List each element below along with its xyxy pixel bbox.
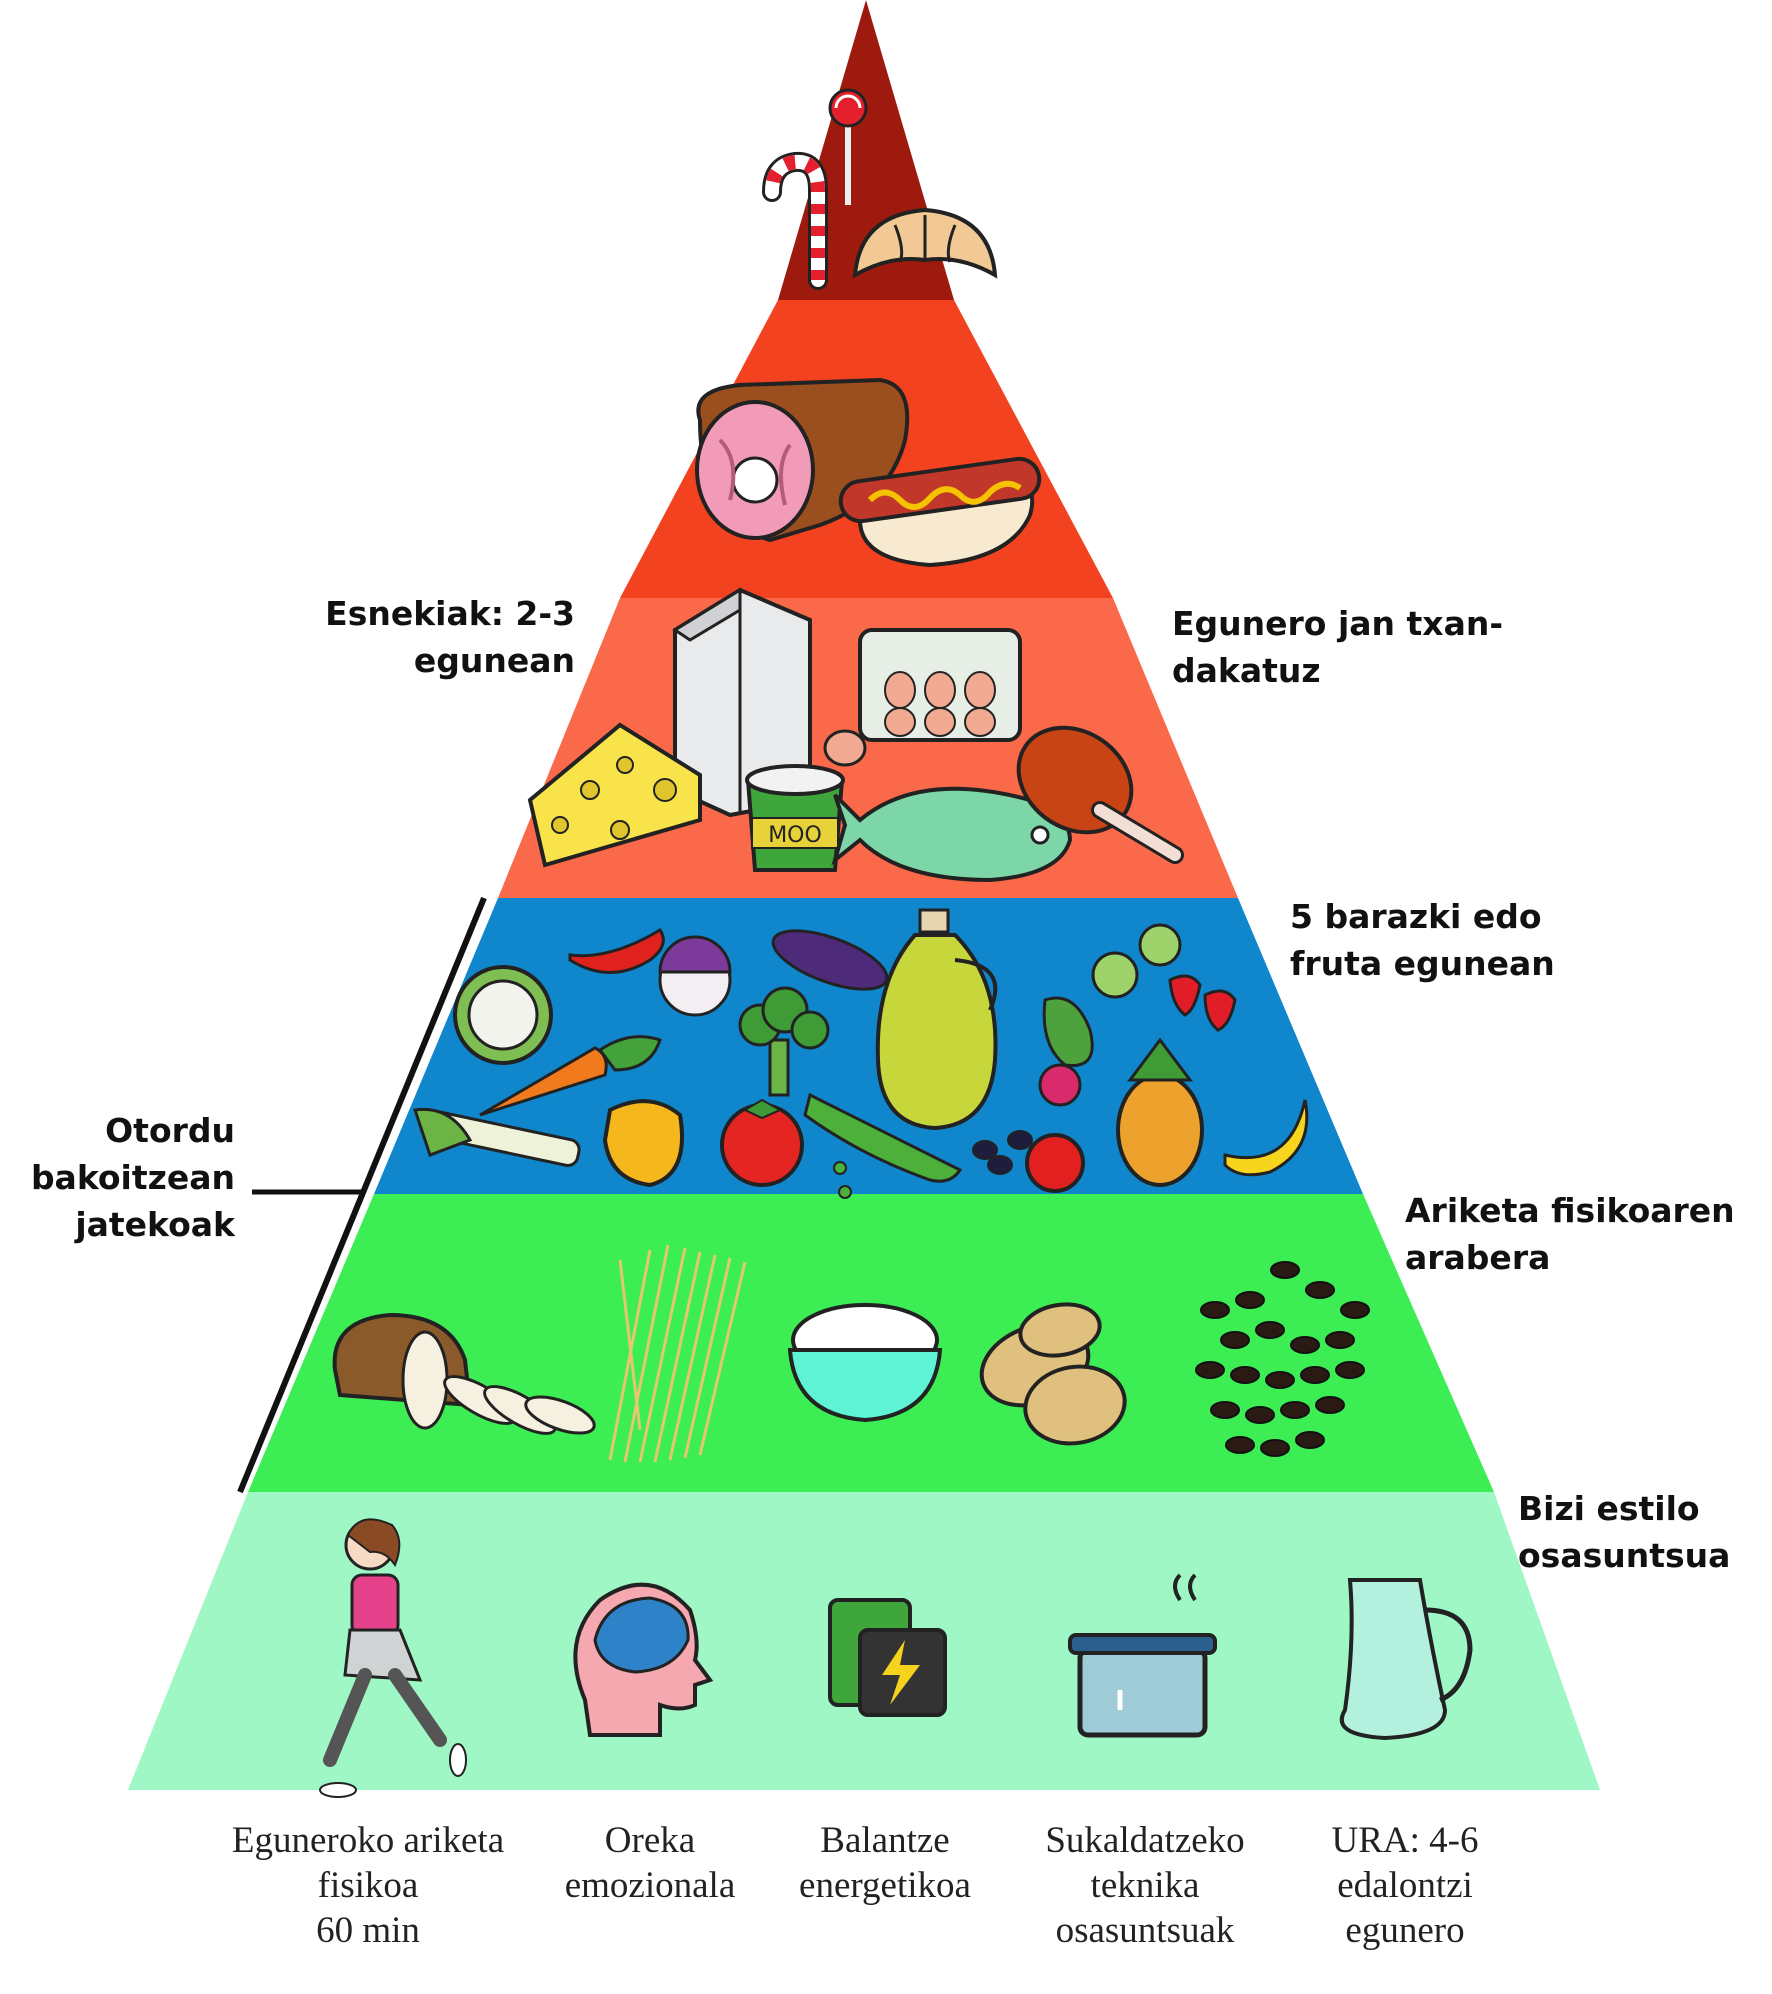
yogurt-icon: MOO [747, 766, 843, 870]
yogurt-label: MOO [768, 823, 822, 848]
caption-daily-exercise: Eguneroko ariketa fisikoa 60 min [232, 1818, 504, 1953]
caption-water: URA: 4-6 edalontzi egunero [1332, 1818, 1479, 1953]
caption-energy-balance: Balantze energetikoa [799, 1818, 971, 1908]
label-rotate-daily: Egunero jan txan- dakatuz [1172, 600, 1503, 694]
apple-icon [1027, 1135, 1083, 1191]
caption-healthy-cooking: Sukaldatzeko teknika osasuntsuak [1045, 1818, 1244, 1953]
rice-bowl-icon [790, 1305, 940, 1420]
radish-icon [1040, 1065, 1080, 1105]
caption-emotional-balance: Oreka emozionala [565, 1818, 736, 1908]
cauliflower-icon [455, 967, 551, 1063]
label-fruit-vegetables: 5 barazki edo fruta egunean [1290, 893, 1555, 987]
label-dairy: Esnekiak: 2-3 egunean [300, 590, 575, 684]
label-every-meal: Otordu bakoitzean jatekoak [10, 1107, 235, 1248]
label-physical-activity: Ariketa fisikoaren arabera [1405, 1187, 1735, 1281]
label-healthy-lifestyle: Bizi estilo osasuntsua [1518, 1485, 1730, 1579]
turnip-icon [660, 937, 730, 1015]
